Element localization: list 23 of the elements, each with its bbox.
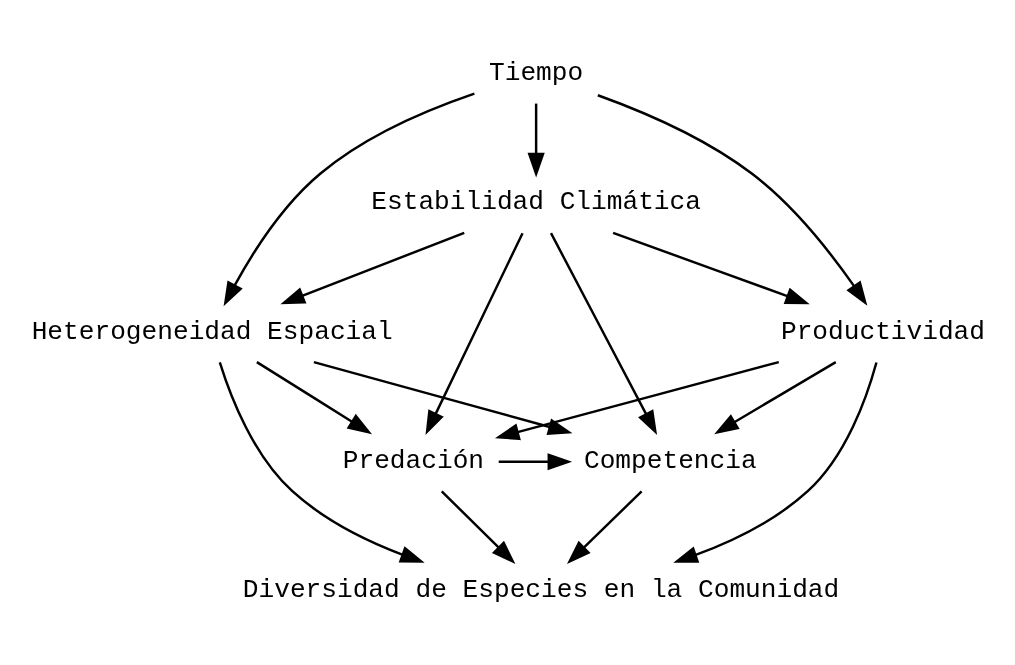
arrow: [597, 94, 868, 306]
node-text: Diversidad de Especies en la Comunidad: [242, 575, 840, 606]
node-text: Tiempo: [489, 58, 584, 89]
arrow: [223, 92, 475, 307]
node-text: Estabilidad Climática: [371, 187, 701, 218]
arrow: [425, 232, 524, 436]
arrow: [218, 361, 425, 563]
arrow: [527, 103, 545, 178]
node-text: Productividad: [780, 316, 986, 347]
arrow: [313, 360, 573, 435]
node-text: Predación: [342, 445, 485, 476]
arrow: [256, 361, 373, 435]
node-text: Heterogeneidad Espacial: [31, 316, 393, 347]
arrow: [494, 360, 780, 441]
arrow: [714, 361, 837, 435]
arrow: [440, 490, 516, 565]
arrow: [280, 231, 465, 305]
node-text: Competencia: [583, 445, 757, 476]
arrow: [498, 453, 573, 471]
arrow: [566, 490, 643, 565]
arrow: [549, 232, 658, 435]
arrow: [612, 231, 810, 305]
arrow: [673, 362, 878, 563]
